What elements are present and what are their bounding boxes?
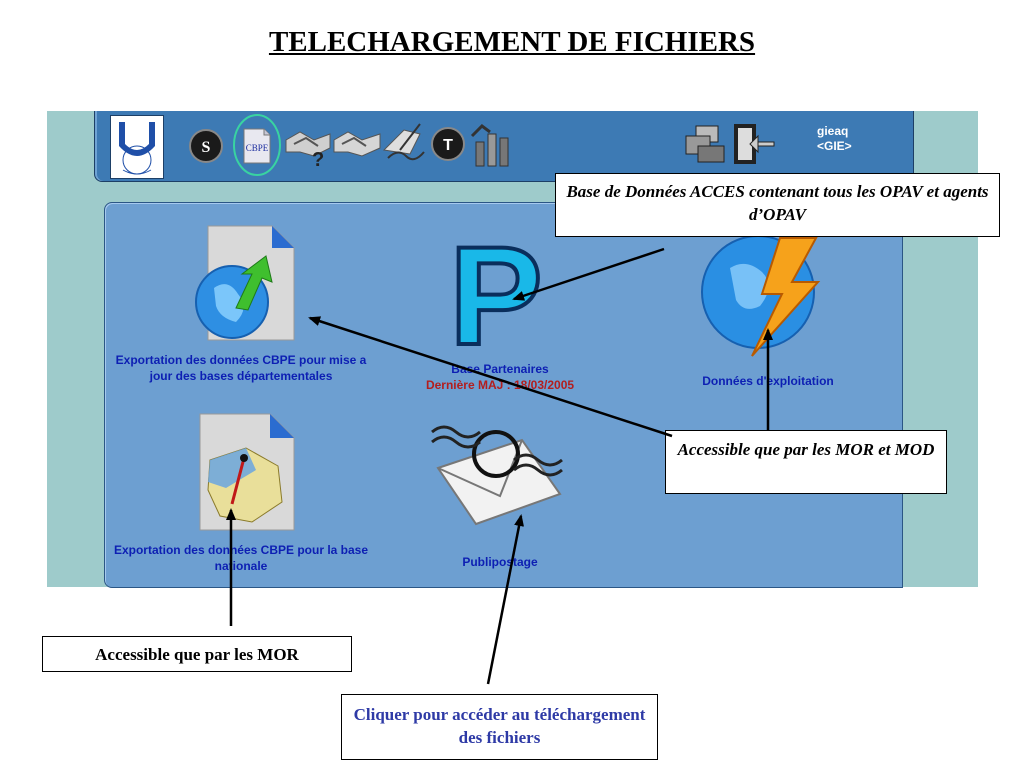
publipostage-label[interactable]: Publipostage — [462, 555, 538, 569]
donnees-exploitation-icon[interactable] — [700, 228, 830, 358]
callout-base-acces: Base de Données ACCES contenant tous les… — [555, 173, 1000, 237]
svg-text:?: ? — [312, 149, 324, 168]
logo — [110, 115, 164, 179]
cbpe-icon-label: CBPE — [246, 143, 269, 153]
handshake-icon[interactable] — [332, 124, 382, 164]
export-departemental-label[interactable]: Exportation des données CBPE pour mise a… — [115, 353, 367, 383]
user-group: <GIE> — [817, 139, 852, 153]
computers-icon[interactable] — [682, 122, 728, 166]
export-national-label[interactable]: Exportation des données CBPE pour la bas… — [113, 543, 369, 573]
base-partenaires-p: P — [449, 226, 542, 350]
t-icon-label: T — [443, 137, 453, 154]
t-icon[interactable]: T — [430, 126, 466, 162]
slide-title: TELECHARGEMENT DE FICHIERS — [268, 26, 756, 58]
export-departemental-icon[interactable] — [180, 222, 300, 344]
handshake-question-icon[interactable]: ? — [284, 122, 334, 171]
publipostage-icon[interactable] — [430, 412, 566, 542]
base-partenaires-label[interactable]: Base Partenaires — [451, 362, 549, 376]
exit-door-icon[interactable] — [730, 120, 776, 168]
cbpe-icon[interactable]: CBPE — [232, 113, 282, 177]
donnees-exploitation-label[interactable]: Données d'exploitation — [702, 374, 834, 388]
callout-mor-only: Accessible que par les MOR — [42, 636, 352, 672]
tools-icon[interactable] — [468, 122, 520, 168]
dollar-icon-label: S — [202, 139, 211, 156]
signature-icon[interactable] — [380, 120, 430, 166]
callout-cliquer: Cliquer pour accéder au téléchargement d… — [341, 694, 658, 760]
derniere-maj-label: Dernière MAJ : 18/03/2005 — [425, 378, 575, 392]
callout-mor-mod: Accessible que par les MOR et MOD — [665, 430, 947, 494]
base-partenaires-icon[interactable]: P — [446, 215, 556, 376]
user-name: gieaq — [817, 124, 849, 138]
user-info: gieaq <GIE> — [817, 124, 852, 154]
export-national-icon[interactable] — [186, 410, 298, 534]
dollar-icon[interactable]: S — [188, 128, 224, 164]
